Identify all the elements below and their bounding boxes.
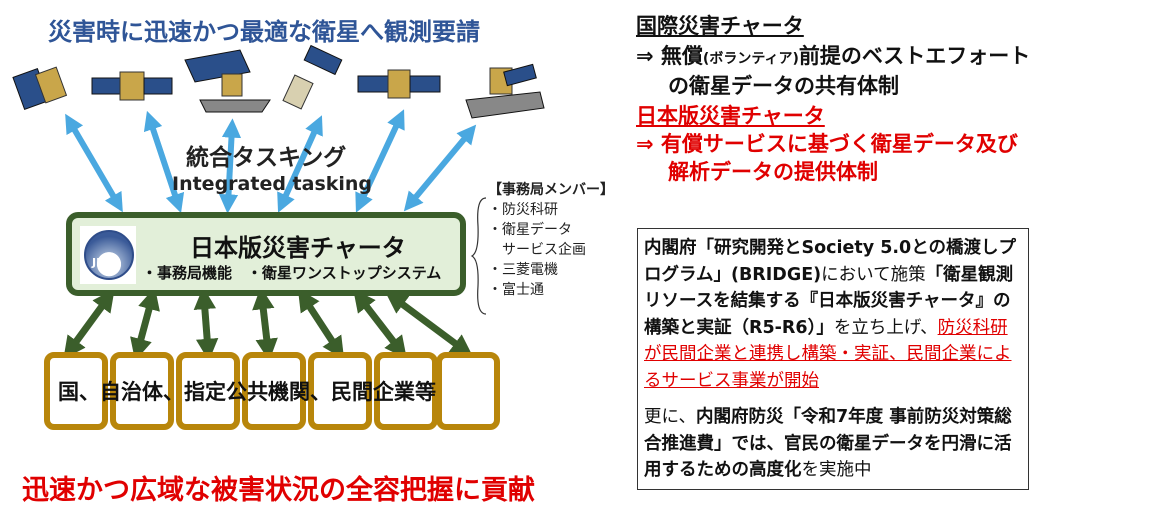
jdc-logo: JDC [80, 226, 136, 284]
tasking-arrow [277, 115, 323, 213]
info-box: 内閣府「研究開発とSociety 5.0との橋渡しプログラム」(BRIDGE)に… [637, 228, 1029, 490]
user-box [242, 352, 306, 430]
service-arrow [130, 287, 160, 361]
info-paragraph-2: 更に、内閣府防災「令和7年度 事前防災対策総合推進費」では、官民の衛星データを円… [644, 407, 1012, 480]
member-item: サービス企画 [488, 242, 586, 258]
members-heading: 【事務局メンバー】 [488, 182, 614, 198]
satellite-icon [12, 66, 68, 111]
member-item: ・三菱電機 [488, 262, 558, 278]
user-box [436, 352, 500, 430]
tasking-arrow [143, 110, 185, 214]
jdc-box: JDC 日本版災害チャータ ・事務局機能 ・衛星ワンストップシステム [66, 212, 466, 296]
satellite-icon [465, 63, 545, 119]
intl-charter-desc: ⇒ 無償(ボランティア)前提のベストエフォート [636, 44, 1031, 68]
secretariat-members: 【事務局メンバー】 ・防災科研 ・衛星データ サービス企画 ・三菱電機 ・富士通 [488, 180, 614, 300]
intl-charter-desc-2: の衛星データの共有体制 [668, 74, 899, 98]
integrated-tasking-label: 統合タスキング [186, 145, 347, 171]
user-box [176, 352, 240, 430]
integrated-tasking-en-label: Integrated tasking [172, 173, 373, 195]
intl-charter-heading: 国際災害チャータ [636, 14, 804, 38]
satellite-icon [91, 71, 173, 101]
bottom-message: 迅速かつ広域な被害状況の全容把握に貢献 [22, 475, 535, 506]
tasking-arrow [65, 113, 123, 213]
users-label: 国、自治体、指定公共機関、民間企業等 [58, 380, 436, 404]
brace-icon [470, 197, 487, 315]
jp-charter-desc-2: 解析データの提供体制 [668, 160, 878, 184]
service-arrow [297, 288, 345, 360]
tasking-arrow [218, 118, 242, 214]
member-item: ・富士通 [488, 282, 544, 298]
satellite-icon [357, 69, 441, 99]
member-item: ・防災科研 [488, 202, 558, 218]
service-arrow [353, 289, 407, 359]
info-paragraph-1: 内閣府「研究開発とSociety 5.0との橋渡しプログラム」(BRIDGE)に… [644, 238, 1017, 391]
user-box [308, 352, 372, 430]
service-arrow [385, 291, 473, 357]
user-box [374, 352, 438, 430]
service-arrow [252, 286, 278, 362]
diagram-title: 災害時に迅速かつ最適な衛星へ観測要請 [48, 18, 480, 46]
jp-charter-heading: 日本版災害チャータ [636, 104, 825, 128]
member-item: ・衛星データ [488, 222, 572, 238]
tasking-arrow [403, 124, 477, 212]
satellite-icon [282, 44, 343, 110]
user-box [44, 352, 108, 430]
tasking-arrow [355, 109, 405, 213]
jdc-functions: ・事務局機能 ・衛星ワンストップシステム [142, 264, 442, 282]
arrows-and-satellites [12, 44, 545, 362]
service-arrow [63, 288, 115, 360]
jp-charter-desc: ⇒ 有償サービスに基づく衛星データ及び [636, 132, 1018, 156]
service-arrow [193, 286, 219, 362]
jdc-name: 日本版災害チャータ [190, 234, 406, 262]
satellite-icon [184, 49, 271, 113]
user-box [110, 352, 174, 430]
